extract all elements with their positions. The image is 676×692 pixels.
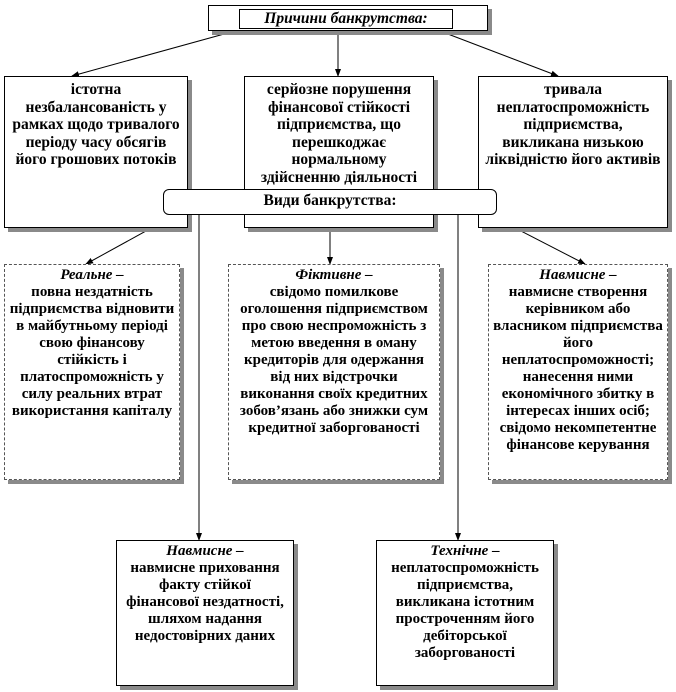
type-text-fictitious: свідомо помилкове оголошення підприємств… bbox=[239, 284, 429, 436]
type-text-deliberate: навмисне створення керівником або власни… bbox=[493, 284, 663, 453]
types-title: Види банкрутства: bbox=[163, 189, 497, 215]
type-text-concealed: навмисне приховання факту стійкої фінанс… bbox=[126, 560, 284, 644]
cause-box-3: тривала неплатоспроможність підприємства… bbox=[478, 76, 668, 228]
type-name-deliberate: Навмисне – bbox=[539, 267, 617, 283]
type-name-technical: Технічне – bbox=[430, 543, 500, 559]
cause-text-3: тривала неплатоспроможність підприємства… bbox=[485, 81, 661, 168]
type-box-concealed: Навмисне – навмисне приховання факту сті… bbox=[116, 540, 294, 686]
cause-text-2: серйозне порушення фінансової стійкості … bbox=[260, 81, 418, 186]
type-name-real: Реальне – bbox=[60, 267, 124, 283]
type-text-real: повна нездатність підприємства відновити… bbox=[9, 284, 175, 419]
type-box-deliberate: Навмисне – навмисне створення керівником… bbox=[488, 264, 668, 480]
type-box-real: Реальне – повна нездатність підприємства… bbox=[4, 264, 180, 480]
cause-box-1: істотна незбалансованість у рамках щодо … bbox=[4, 76, 188, 228]
type-text-technical: неплатоспроможність підприємства, виклик… bbox=[391, 560, 539, 661]
arrow-to-cause-1 bbox=[71, 30, 236, 78]
arrow-to-cause-3 bbox=[439, 30, 559, 77]
causes-title: Причини банкрутства: bbox=[239, 9, 453, 29]
type-name-concealed: Навмисне – bbox=[166, 543, 244, 559]
cause-text-1: істотна незбалансованість у рамках щодо … bbox=[12, 81, 180, 168]
causes-title-frame: Причини банкрутства: bbox=[208, 5, 488, 31]
type-name-fictitious: Фіктивне – bbox=[295, 267, 373, 283]
type-box-technical: Технічне – неплатоспроможність підприємс… bbox=[376, 540, 554, 686]
type-box-fictitious: Фіктивне – свідомо помилкове оголошення … bbox=[228, 264, 440, 480]
